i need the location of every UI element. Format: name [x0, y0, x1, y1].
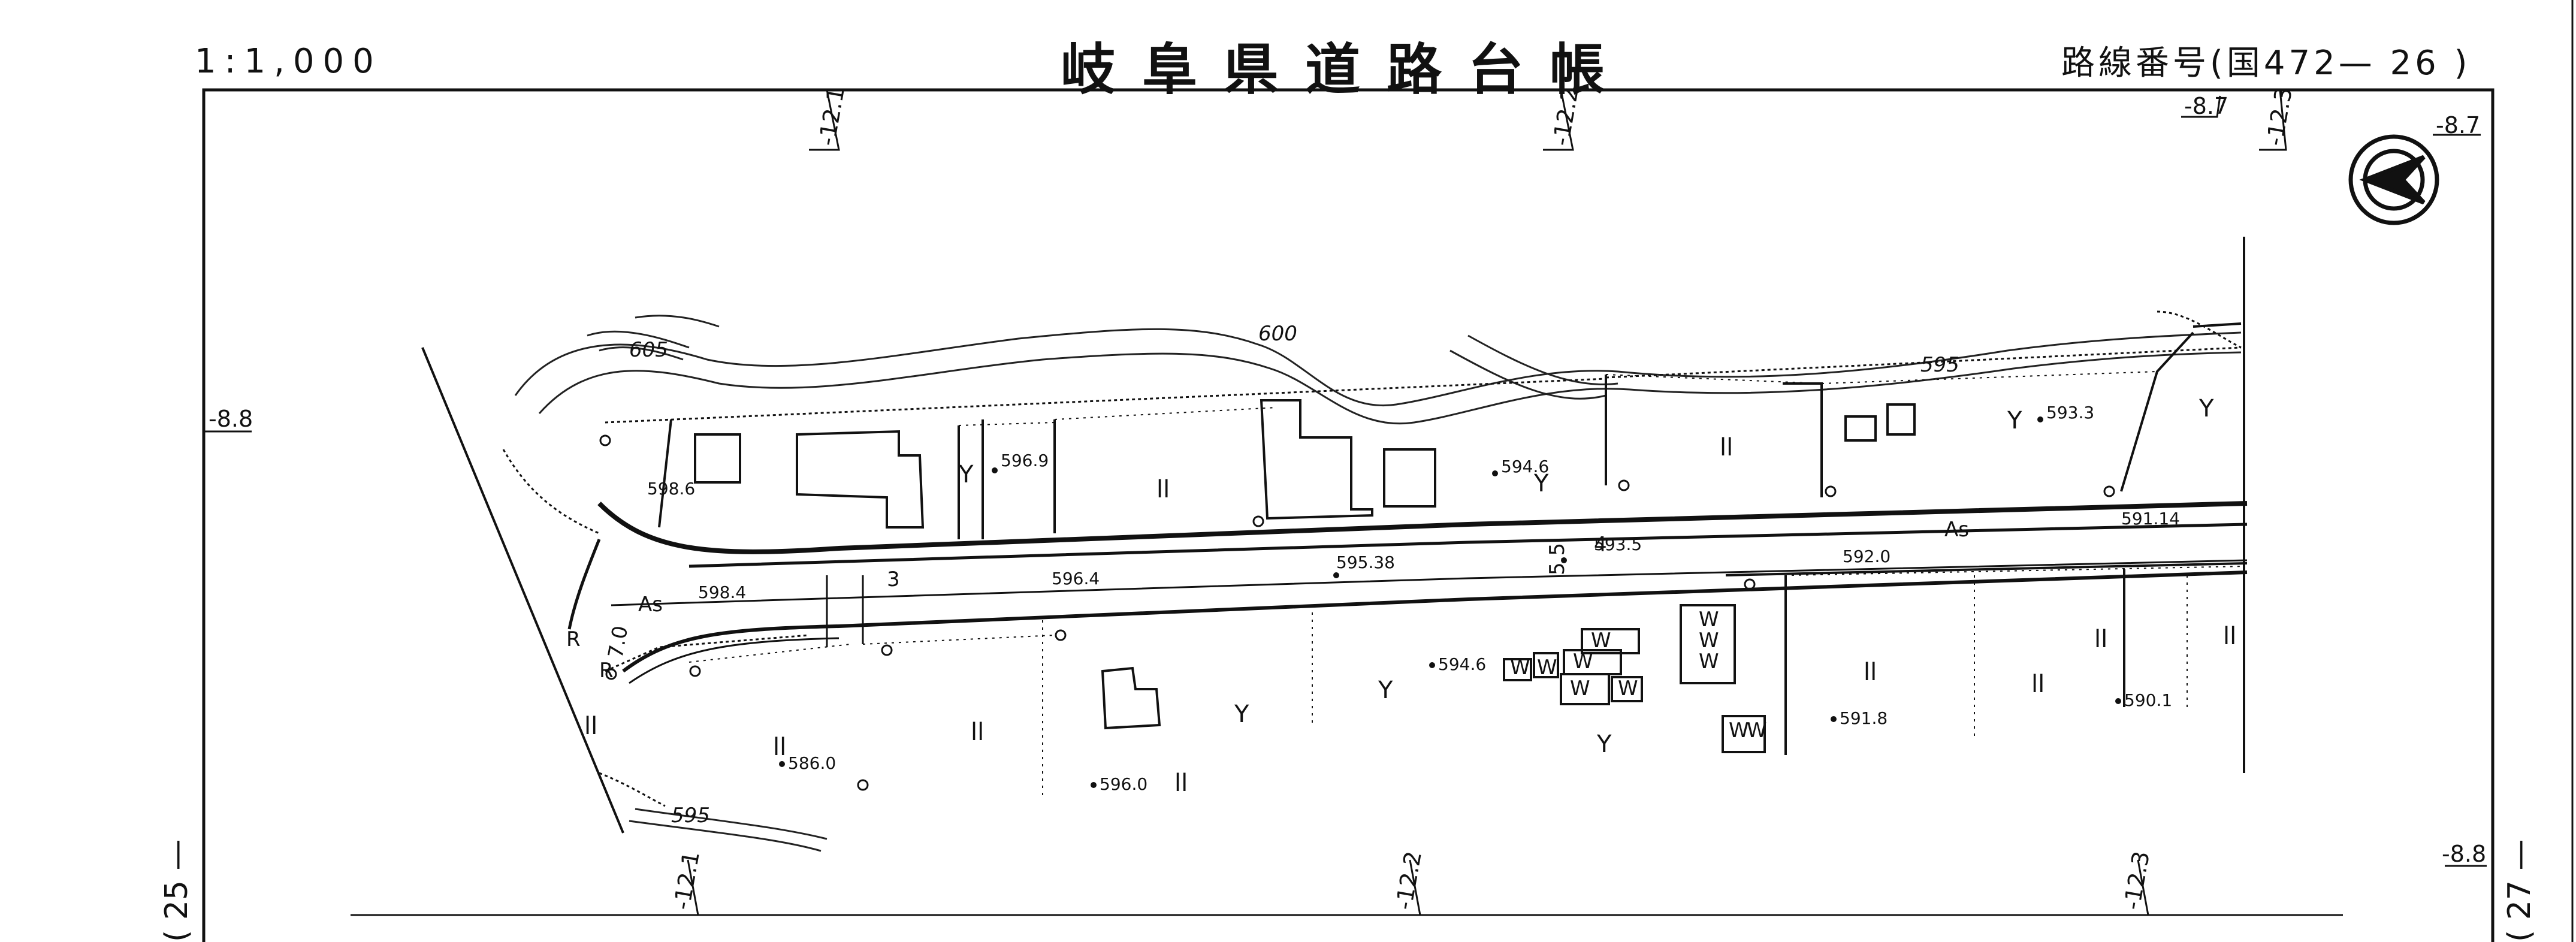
land-use-symbol: ll — [773, 733, 786, 761]
land-use-symbol: Y — [1596, 730, 1612, 758]
road-width-label: 3 — [887, 567, 900, 591]
spot-height: 594.6 — [1501, 457, 1549, 476]
grid-value: -12.2 — [1391, 849, 1427, 911]
map-scale: 1:1,000 — [195, 42, 382, 81]
svg-text:W: W — [1729, 718, 1749, 742]
building — [796, 430, 925, 529]
curve-radius-label: R — [566, 627, 581, 651]
road-width-label: 4 — [1594, 533, 1607, 557]
spot-height-markers — [779, 416, 2121, 788]
svg-text:W: W — [1699, 650, 1719, 674]
svg-text:W: W — [1591, 629, 1611, 653]
spot-height: 592.0 — [1843, 547, 1891, 566]
land-use-symbol: ll — [2031, 671, 2045, 698]
retaining-wall — [2193, 322, 2242, 328]
spot-height: 598.4 — [698, 582, 746, 602]
grid-value: -12.1 — [814, 85, 850, 147]
grid-value: -8.8 — [2442, 841, 2486, 867]
grid-value: -8.7 — [2436, 112, 2480, 138]
spot-height: 590.1 — [2124, 690, 2172, 710]
grid-value: -8.7 — [2184, 93, 2228, 119]
spot-height: 593.3 — [2046, 403, 2094, 422]
land-use-symbol: Y — [2007, 407, 2022, 434]
building — [1581, 628, 1640, 654]
land-use-symbol: ll — [971, 718, 984, 746]
building — [1260, 399, 1373, 520]
building — [1101, 666, 1161, 730]
spot-height: 596.4 — [1052, 569, 1100, 588]
svg-text:W: W — [1699, 608, 1719, 632]
land-use-symbol: ll — [1720, 434, 1733, 461]
land-use-symbol: Y — [1378, 677, 1393, 704]
spot-height: 591.14 — [2121, 509, 2180, 529]
slope-edges — [502, 310, 2242, 807]
spot-height: 596.9 — [1001, 451, 1049, 470]
spot-height: 595.38 — [1336, 552, 1395, 572]
land-use-symbol: ll — [2094, 626, 2107, 653]
grid-value: -12.3 — [2261, 85, 2297, 147]
route-number: 路線番号(国472— 26 ) — [2061, 44, 2471, 83]
building — [1680, 604, 1736, 684]
retaining-wall — [1783, 382, 1823, 494]
road-width-label: 7.0 — [603, 624, 633, 660]
land-use-symbol: Y — [1234, 701, 1249, 728]
curve-radius-label: R — [599, 659, 614, 683]
land-use-symbol: Y — [2198, 395, 2214, 422]
spot-height: 596.0 — [1100, 774, 1147, 794]
spot-height: 598.6 — [647, 479, 695, 499]
grid-value: -8.8 — [209, 406, 253, 432]
spot-height: 594.6 — [1438, 654, 1486, 674]
north-arrow-icon — [2348, 134, 2439, 225]
building — [1722, 715, 1766, 753]
land-use-symbol: ll — [1174, 769, 1188, 797]
land-use-symbol: Y — [1533, 470, 1549, 497]
building — [1844, 415, 1877, 442]
building — [1886, 403, 1916, 436]
land-use-symbol: ll — [584, 712, 597, 740]
svg-text:W: W — [1747, 718, 1767, 742]
utility-poles — [599, 434, 2115, 791]
building — [1533, 652, 1559, 678]
hedge-lines — [688, 371, 2245, 797]
svg-text:W: W — [1573, 650, 1593, 674]
building — [1503, 658, 1532, 681]
contour-label: 595 — [1920, 353, 1959, 377]
svg-text:W: W — [1570, 677, 1590, 701]
grid-value: -12.1 — [669, 849, 705, 911]
grid-value: -12.3 — [2119, 849, 2155, 911]
building — [1611, 676, 1643, 702]
parcel-boundaries — [421, 237, 2248, 834]
building — [1383, 448, 1436, 508]
svg-text:W: W — [1537, 656, 1557, 680]
building — [1560, 673, 1610, 705]
svg-text:W: W — [1618, 677, 1638, 701]
contour-label: 595 — [671, 804, 710, 828]
road-pavement-label: As — [1944, 518, 1969, 542]
contour-label: 600 — [1258, 322, 1297, 346]
land-use-symbol: ll — [2223, 623, 2236, 650]
contour-label: 605 — [629, 338, 668, 362]
building — [694, 433, 741, 484]
spot-height: 591.8 — [1840, 708, 1888, 728]
national-road-472 — [567, 501, 2248, 684]
road-pavement-label: As — [638, 593, 663, 617]
buildings — [694, 322, 2242, 753]
spot-height: 586.0 — [788, 753, 836, 773]
svg-text:W: W — [1510, 656, 1530, 680]
svg-text:W: W — [1699, 629, 1719, 653]
map-frame — [202, 88, 2495, 942]
land-use-symbol: ll — [1864, 659, 1877, 686]
spot-height: 593.5 — [1594, 535, 1642, 554]
land-use-symbol: Y — [958, 461, 974, 488]
land-use-symbol: ll — [1156, 476, 1170, 503]
contour-lines — [514, 315, 2242, 852]
grid-value: -12.2 — [1548, 85, 1584, 147]
